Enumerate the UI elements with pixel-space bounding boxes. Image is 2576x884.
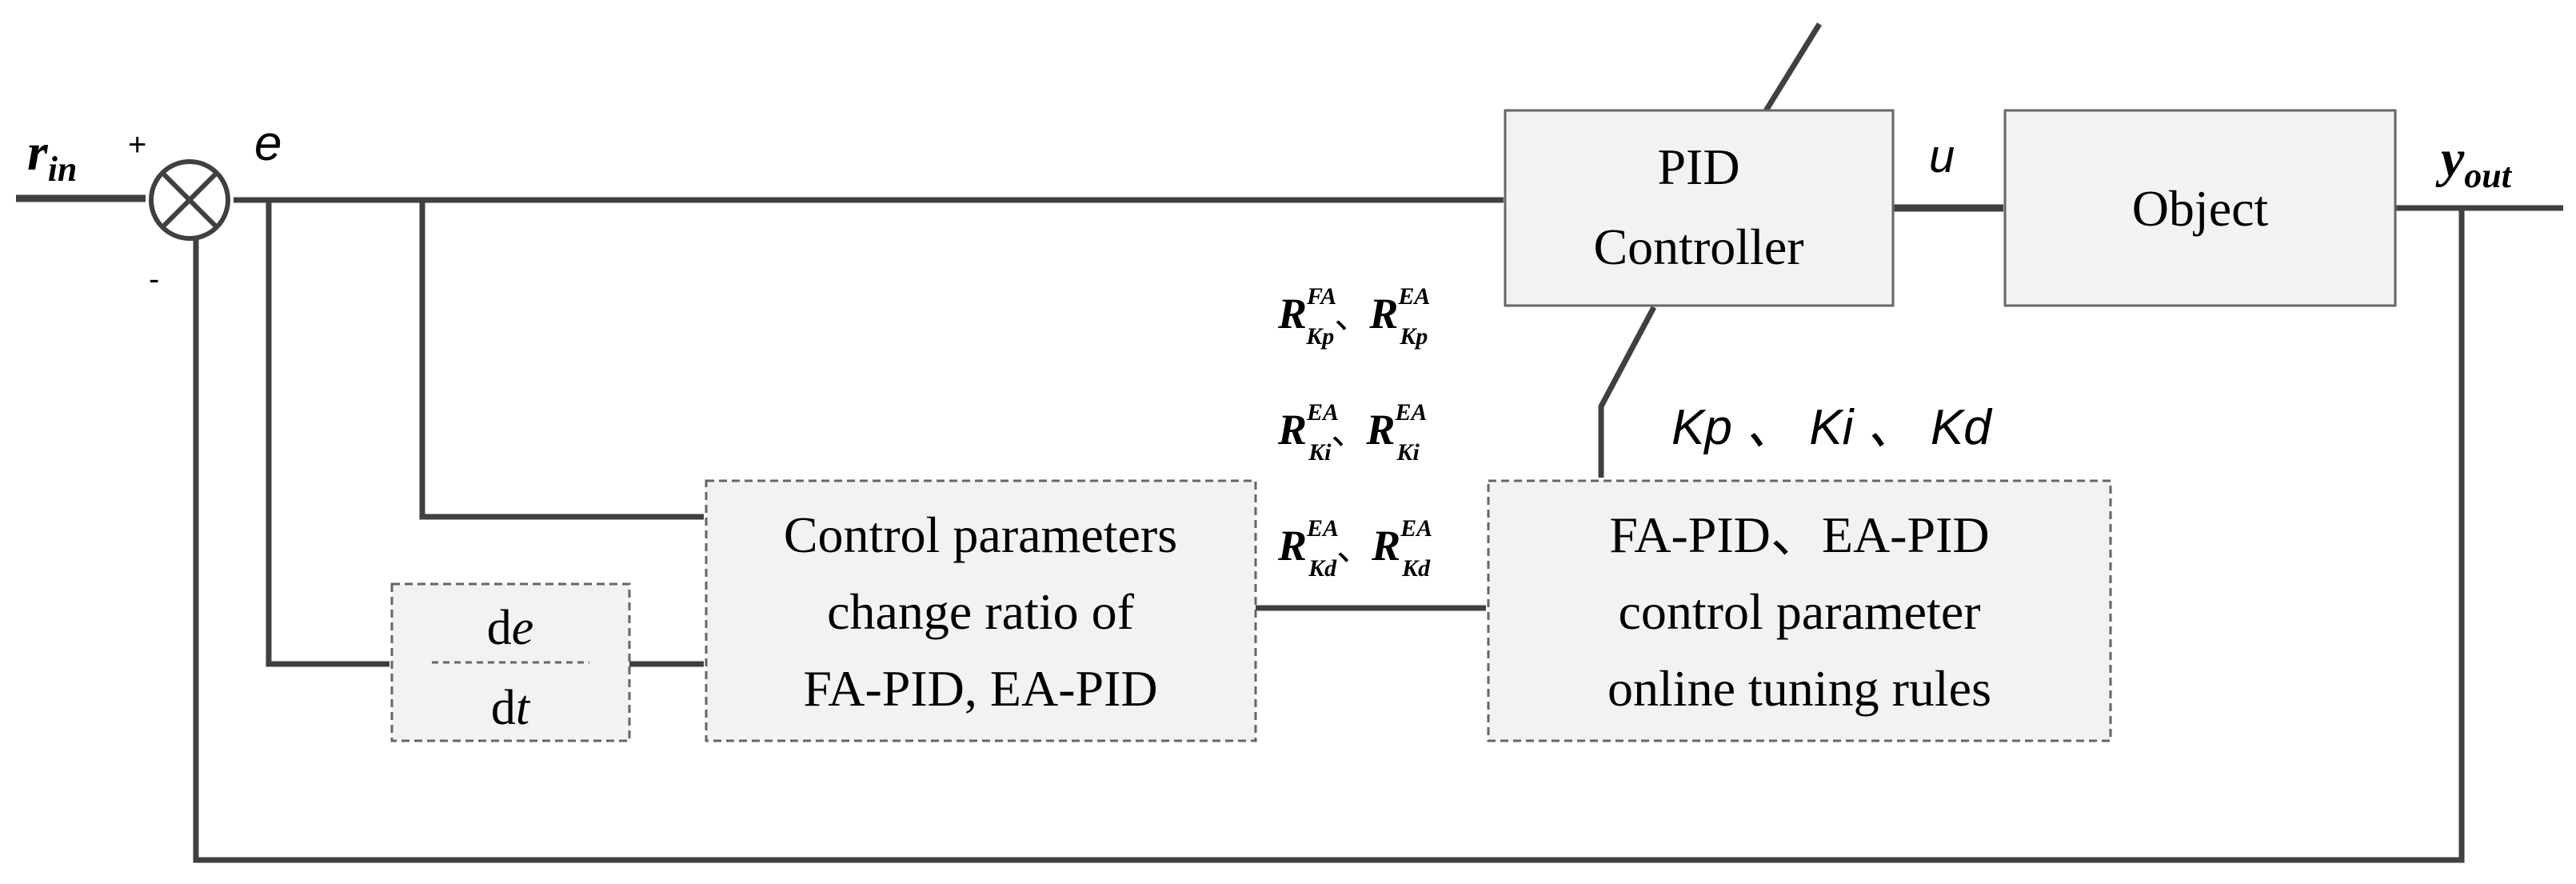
ratio-label-line1: Control parameters <box>784 506 1177 563</box>
pid-label-line1: PID <box>1657 138 1739 195</box>
plus-sign: + <box>128 127 146 162</box>
control-signal-label: u <box>1929 130 1955 182</box>
output-label: yout <box>2435 130 2513 195</box>
rules-label-line2: control parameter <box>1618 583 1980 640</box>
rules-label-line3: online tuning rules <box>1608 660 1991 717</box>
object-block <box>2003 109 2397 307</box>
ratio-label-line2: change ratio of <box>827 583 1135 640</box>
pid-label-line2: Controller <box>1593 218 1803 275</box>
error-label: e <box>254 116 282 171</box>
minus-sign: - <box>149 262 159 297</box>
reference-label: rin <box>27 123 77 189</box>
ratio-label-line3: FA-PID, EA-PID <box>803 660 1157 717</box>
derivative-numerator: de <box>487 601 534 655</box>
tuning-arrow <box>1763 22 1822 114</box>
tuning-link <box>1598 306 1657 478</box>
signal-lines <box>16 22 2563 863</box>
pid-controller-block <box>1504 109 1895 307</box>
rules-label-line1: FA-PID、EA-PID <box>1609 506 1989 563</box>
summing-junction <box>149 159 230 241</box>
object-label: Object <box>2132 180 2269 237</box>
feedback-arrow <box>193 208 2465 863</box>
derivative-denominator: dt <box>491 681 531 735</box>
error-to-derivative-arrow <box>266 200 389 667</box>
gains-label: Kp 、 Ki 、 Kd <box>1671 400 1993 455</box>
error-to-ratio-arrow <box>419 200 704 520</box>
ratio-block <box>705 479 1257 742</box>
tuning-rules-block <box>1487 479 2112 742</box>
